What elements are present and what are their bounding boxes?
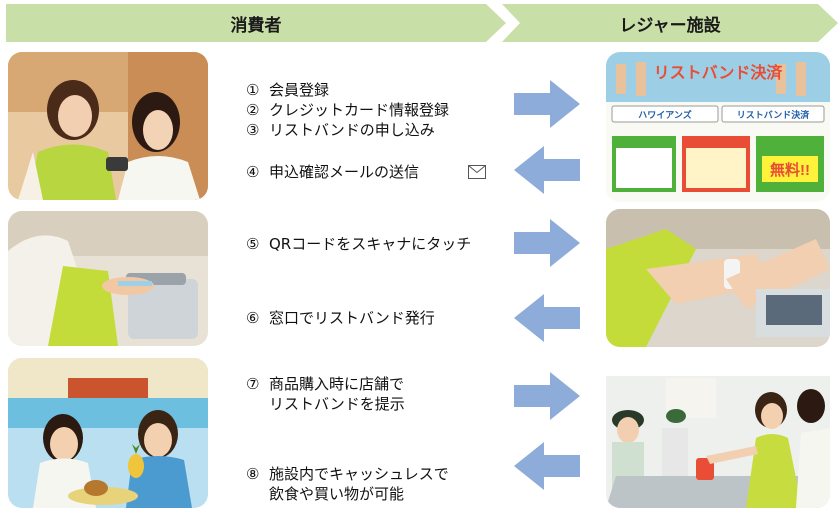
- step-number: ①: [246, 81, 260, 99]
- step-2: ② クレジットカード情報登録: [246, 100, 449, 120]
- website-logo-2: リストバンド決済: [737, 109, 810, 120]
- step-number: ⑦: [246, 375, 260, 393]
- arrow-right-icon: [514, 372, 580, 420]
- photo-women-with-phone: [8, 52, 208, 200]
- step-4: ④ 申込確認メールの送信: [246, 162, 419, 182]
- step-7: ⑦ 商品購入時に店舗で リストバンドを提示: [246, 374, 405, 414]
- step-3: ③ リストバンドの申し込み: [246, 120, 435, 140]
- step-text: 窓口でリストバンド発行: [269, 309, 435, 327]
- step-number: ②: [246, 101, 260, 119]
- step-text-line2: リストバンドを提示: [269, 395, 405, 413]
- step-5: ⑤ QRコードをスキャナにタッチ: [246, 234, 471, 254]
- chevron-shape: [6, 4, 506, 42]
- photo-shop-counter: [606, 358, 830, 508]
- website-free-badge: 無料!!: [770, 161, 810, 179]
- photo-website: リストバンド決済 ハワイアンズ リストバンド決済 無料!!: [606, 52, 830, 202]
- envelope-icon: [468, 165, 486, 179]
- arrow-left-icon: [514, 294, 580, 342]
- step-text: 申込確認メールの送信: [269, 163, 420, 181]
- step-text: 会員登録: [269, 81, 330, 99]
- step-text-line1: 施設内でキャッシュレスで: [269, 465, 449, 483]
- facility-header-label: レジャー施設: [619, 15, 721, 36]
- step-text: リストバンドの申し込み: [269, 121, 435, 139]
- step-1: ① 会員登録: [246, 80, 329, 100]
- chevron-shape: [502, 4, 838, 42]
- step-number: ⑧: [246, 465, 260, 483]
- arrow-left-icon: [514, 442, 580, 490]
- photo-eating-poolside: [8, 358, 208, 508]
- step-text-line1: 商品購入時に店舗で: [269, 375, 405, 393]
- facility-header: レジャー施設: [502, 4, 838, 42]
- arrow-right-icon: [514, 80, 580, 128]
- website-logo-1: ハワイアンズ: [638, 109, 691, 120]
- consumer-header-label: 消費者: [230, 15, 282, 36]
- step-text: QRコードをスキャナにタッチ: [269, 235, 472, 253]
- step-text: クレジットカード情報登録: [269, 101, 450, 119]
- photo-wristband-issue: [606, 209, 830, 347]
- step-text-line2: 飲食や買い物が可能: [269, 485, 405, 503]
- website-banner-text: リストバンド決済: [654, 63, 784, 82]
- step-number: ⑤: [246, 235, 260, 253]
- step-8: ⑧ 施設内でキャッシュレスで 飲食や買い物が可能: [246, 464, 449, 504]
- step-number: ③: [246, 121, 260, 139]
- consumer-header: 消費者: [6, 4, 506, 42]
- step-number: ⑥: [246, 309, 260, 327]
- photo-qr-scan: [8, 211, 208, 346]
- step-number: ④: [246, 163, 260, 181]
- arrow-left-icon: [514, 146, 580, 194]
- arrow-right-icon: [514, 219, 580, 267]
- step-6: ⑥ 窓口でリストバンド発行: [246, 308, 435, 328]
